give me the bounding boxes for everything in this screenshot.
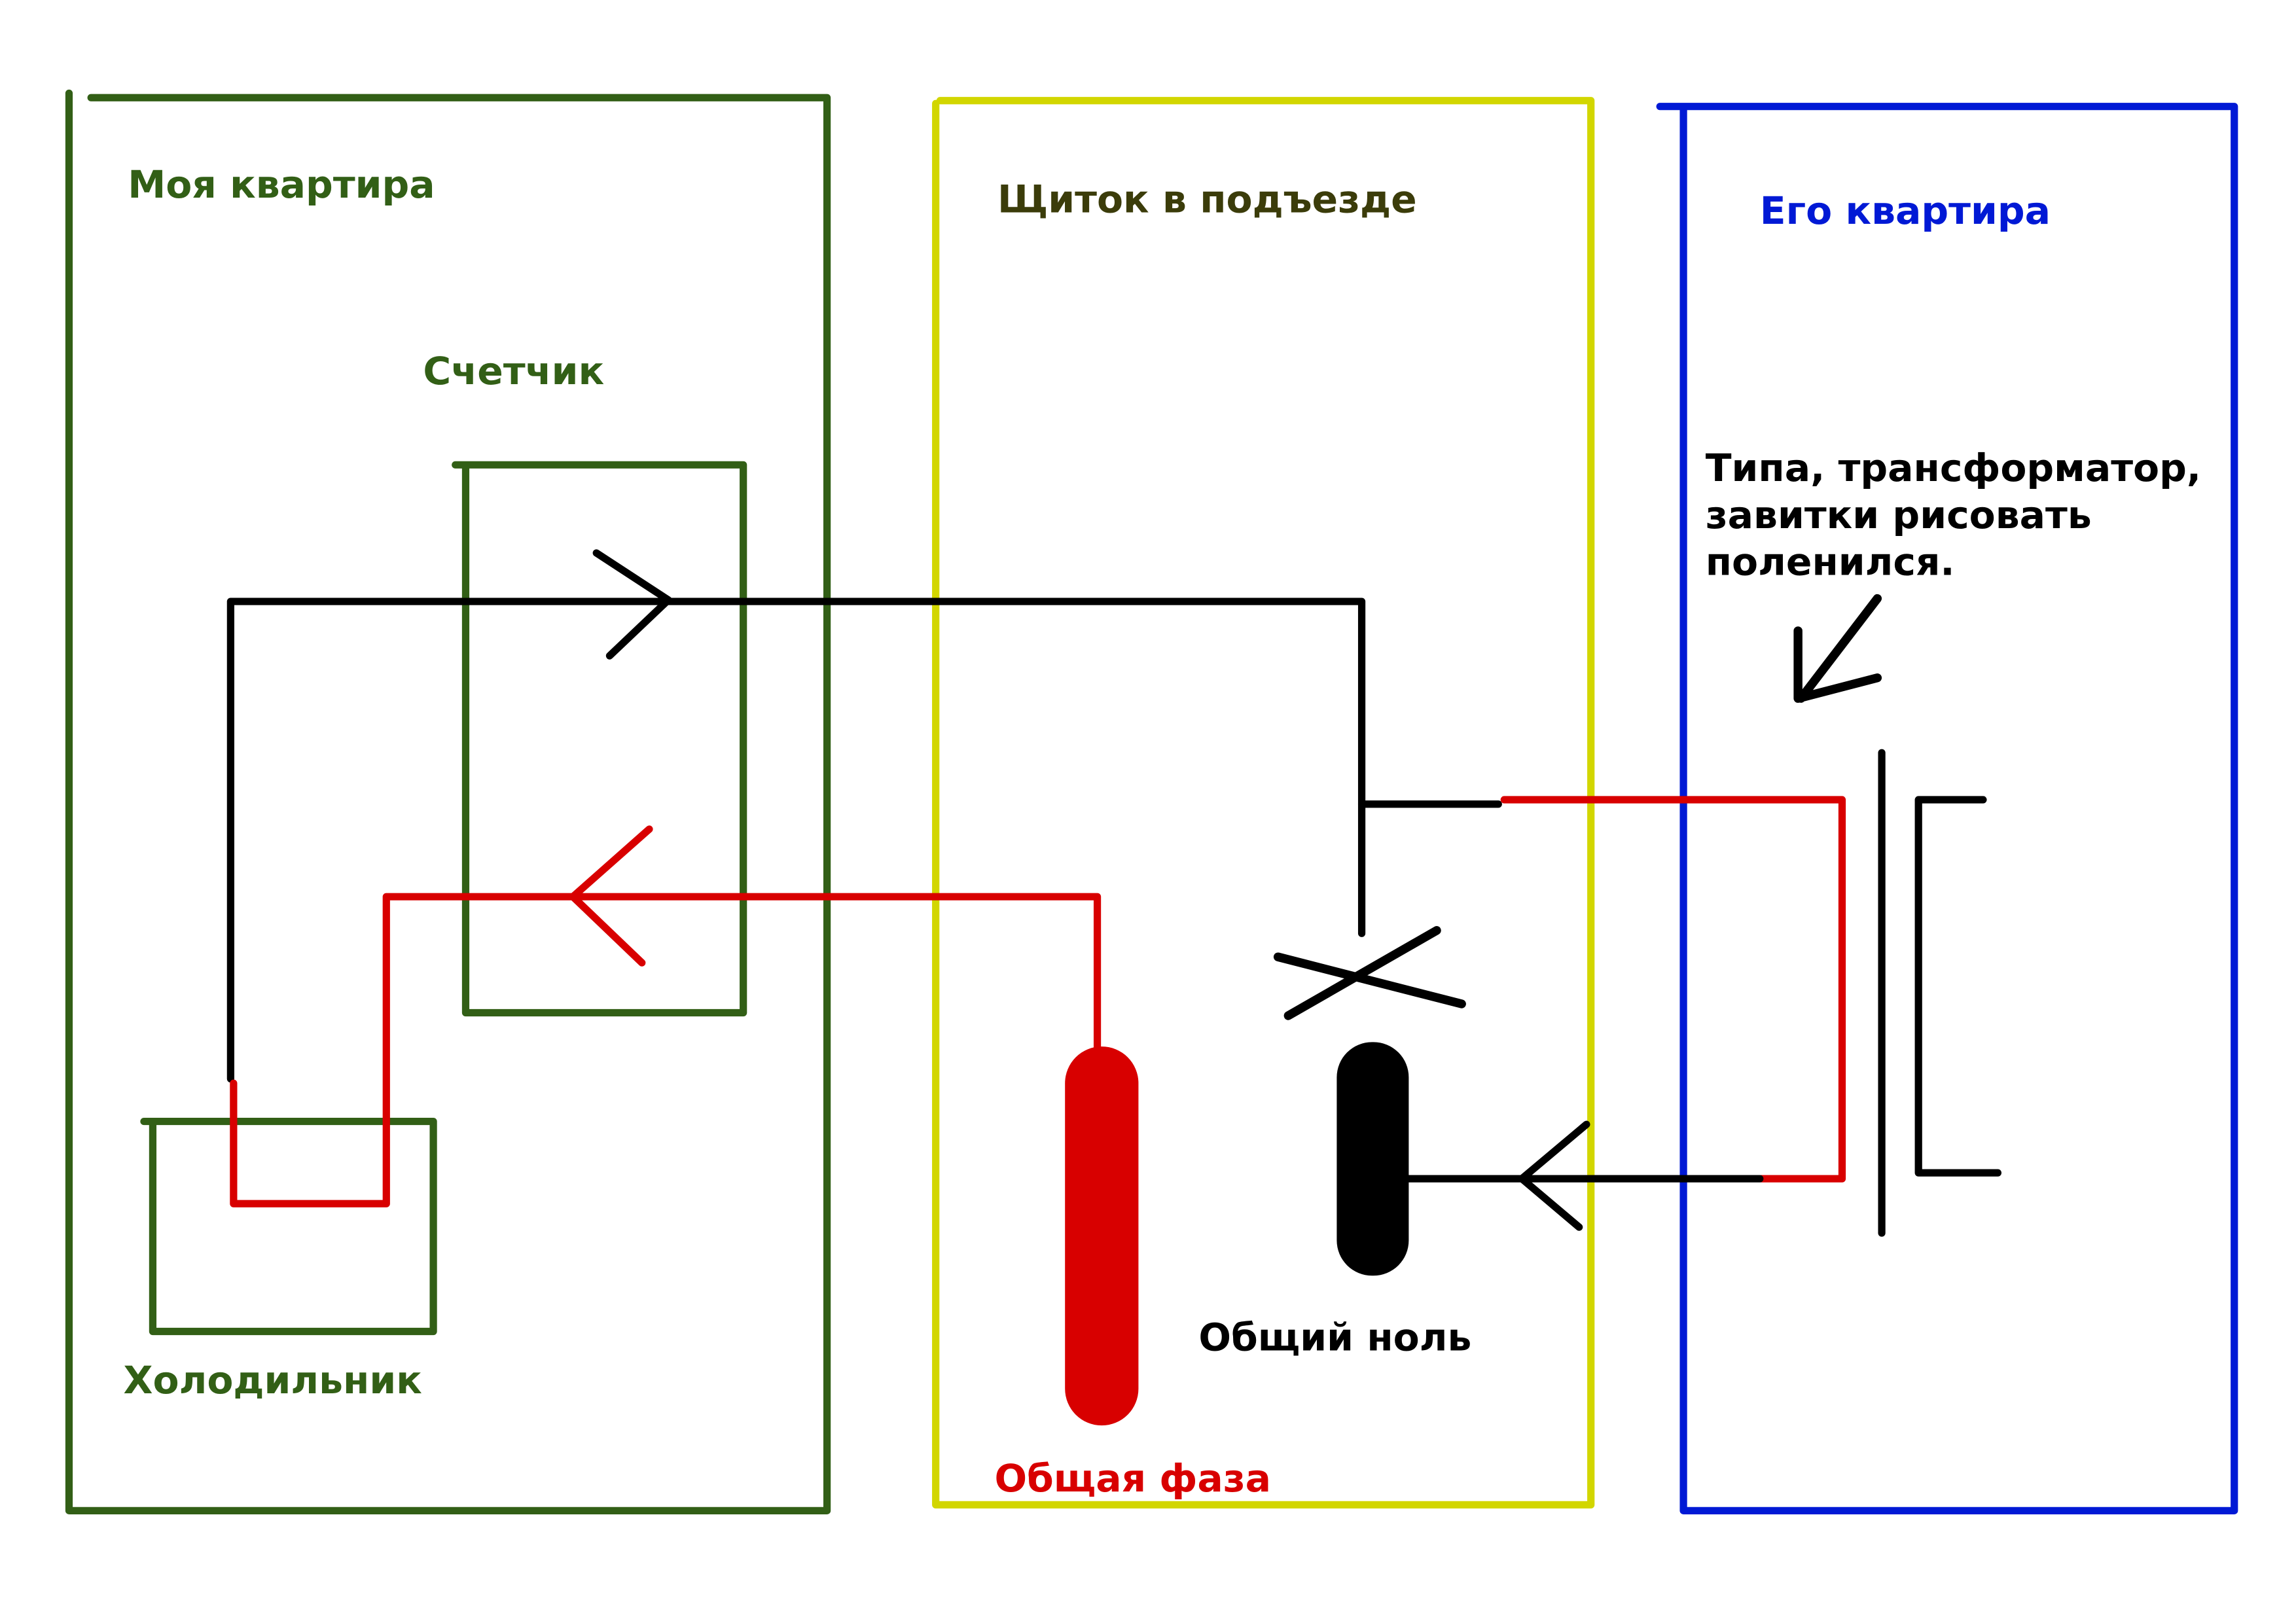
phase-wire-my: [230, 825, 1102, 1207]
neutral-direction-arrow: [592, 549, 672, 660]
meter: Счетчик: [423, 349, 747, 1017]
cross-line-1: [1273, 952, 1466, 1008]
transformer-phase-wire: [1500, 796, 1846, 1183]
transformer-note: Типа, трансформатор, завитки рисовать по…: [1706, 446, 2215, 703]
cross-line-2: [1283, 926, 1441, 1020]
fridge-box: [140, 1117, 437, 1336]
common-phase-bar: [1065, 1046, 1139, 1426]
transformer-secondary: [1914, 796, 2001, 1177]
my-apartment-region: Моя квартира: [65, 89, 831, 1514]
phase-direction-arrow: [569, 825, 653, 967]
panel-border: [932, 97, 1595, 1508]
common-neutral-bus: Общий ноль: [1198, 1042, 1471, 1360]
pointer-arrow-icon: [1793, 594, 1882, 703]
phase-wire-path: [230, 893, 1102, 1207]
his-apartment-border: [1656, 103, 2238, 1514]
common-phase-label: Общая фаза: [994, 1456, 1271, 1501]
meter-box: [452, 461, 747, 1017]
neutral-return-arrow: [1518, 1120, 1590, 1231]
common-phase-bus: Общая фаза: [994, 1046, 1271, 1501]
common-neutral-bar: [1336, 1042, 1409, 1276]
note-line-3: поленился.: [1706, 540, 1955, 584]
panel-region: Щиток в подъезде: [932, 97, 1595, 1508]
fridge: Холодильник: [124, 1117, 437, 1402]
note-line-1: Типа, трансформатор,: [1706, 446, 2201, 490]
his-apartment-label: Его квартира: [1760, 188, 2051, 233]
his-apartment-region: Его квартира: [1656, 103, 2238, 1514]
my-apartment-border: [65, 89, 831, 1514]
my-apartment-label: Моя квартира: [128, 162, 435, 207]
neutral-wire-my: [226, 549, 1502, 1083]
note-line-2: завитки рисовать: [1706, 493, 2092, 537]
transformer-circuit: [1403, 749, 2001, 1237]
transformer-note-text: Типа, трансформатор, завитки рисовать по…: [1706, 446, 2215, 584]
fridge-label: Холодильник: [124, 1358, 422, 1402]
common-neutral-label: Общий ноль: [1198, 1315, 1471, 1360]
neutral-wire-path: [226, 597, 1366, 1083]
meter-label: Счетчик: [423, 349, 604, 393]
broken-neutral-cross: [1273, 926, 1466, 1020]
panel-label: Щиток в подъезде: [997, 177, 1417, 221]
